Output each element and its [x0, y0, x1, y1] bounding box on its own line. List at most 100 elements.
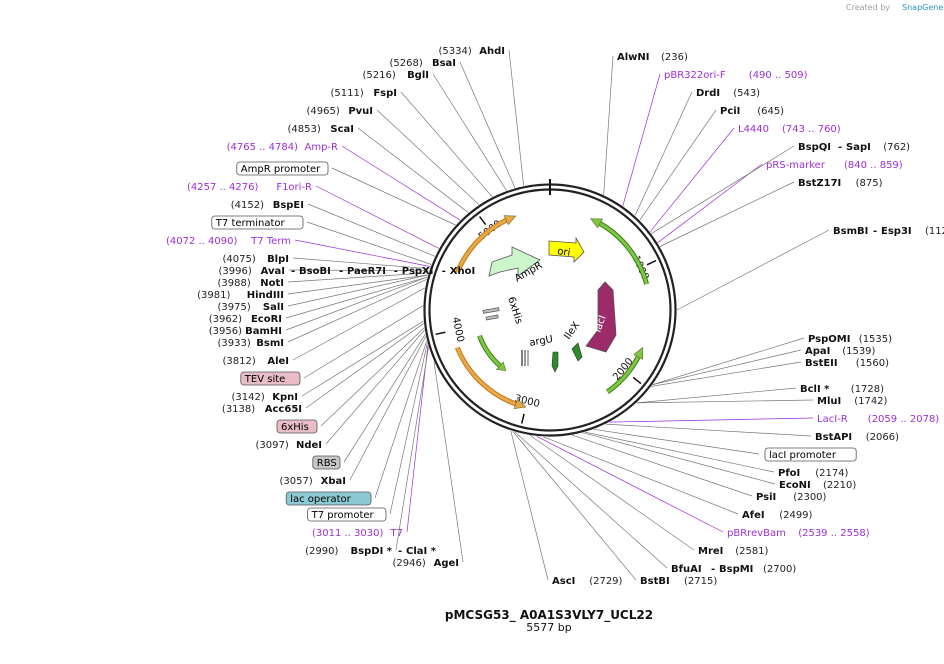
orange-arc-top — [455, 218, 507, 274]
site-label: PvuI(4965) — [307, 106, 373, 117]
laci-arrow — [585, 281, 617, 353]
site-name: FspI — [373, 88, 397, 99]
leader-line — [307, 203, 436, 257]
site-name: PfoI — [778, 468, 800, 479]
tick-label-4000: 4000 — [450, 316, 466, 343]
leader-line — [508, 49, 524, 186]
site-name: pBR322ori-F — [664, 70, 726, 81]
site-name: T7 Term — [250, 236, 291, 247]
feature-box — [240, 371, 301, 386]
site-label: BstEII(1560) — [805, 358, 889, 369]
feature-box — [764, 447, 857, 462]
feature-box — [307, 507, 387, 522]
site-label: BsaI(5268) — [390, 58, 456, 69]
leader-line — [459, 61, 516, 189]
leader-line — [343, 334, 426, 463]
tick-mark — [632, 376, 642, 385]
site-position: (743 .. 760) — [782, 124, 841, 135]
site-name: BspDI * — [351, 546, 393, 557]
site-label: pBR322ori-F(490 .. 509) — [664, 70, 808, 81]
feature-box — [211, 215, 304, 230]
leader-line — [649, 127, 735, 233]
site-label: Amp-R(4765 .. 4784) — [227, 142, 338, 153]
site-label: T7(3011 .. 3030) — [312, 528, 403, 539]
site-position: (2066) — [866, 432, 899, 443]
site-label: BspQI-SapI(762) — [798, 142, 910, 153]
site-label: KpnI(3142) — [232, 392, 298, 403]
site-label: EcoNI(2210) — [779, 480, 856, 491]
feature-box — [285, 491, 372, 506]
site-label: BstAPI(2066) — [815, 432, 899, 443]
orange-arc-top-head — [503, 215, 517, 226]
site-name: MreI — [698, 546, 723, 557]
leader-line — [306, 221, 432, 265]
site-position: (2059 .. 2078) — [868, 414, 940, 425]
feature-box-text: T7 terminator — [215, 218, 286, 229]
site-name: BlpI — [267, 254, 289, 265]
tick-mark — [478, 216, 487, 225]
ilex-arrow — [571, 342, 583, 362]
site-name: XbaI — [321, 476, 346, 487]
site-name: BsmI — [256, 338, 284, 349]
site-position: (1728) — [851, 384, 884, 395]
leader-line — [303, 305, 424, 379]
leader-line — [288, 269, 430, 272]
site-position: (3975) — [218, 302, 251, 313]
site-label: XbaI (3057) — [280, 476, 346, 487]
plasmid-name: pMCSG53_ A0A1S3VLY7_UCL22 — [445, 608, 653, 623]
site-position: (1535) — [859, 334, 892, 345]
site-position: (2729) — [589, 576, 622, 587]
site-position: (3057) — [280, 476, 313, 487]
site-label: PspOMI(1535) — [808, 334, 892, 345]
leader-line — [609, 417, 814, 423]
site-name-alt: XhoI — [450, 266, 475, 277]
site-name-alt: ClaI * — [406, 546, 437, 557]
site-label: T7 Term(4072 .. 4090) — [166, 236, 291, 247]
green-arc-lower-left-head — [495, 361, 507, 372]
leader-line — [287, 278, 427, 343]
his-mark-1 — [482, 307, 500, 314]
green-arc-lower-right-head — [633, 346, 644, 360]
site-name: Amp-R — [305, 142, 339, 153]
leader-line — [651, 145, 795, 234]
leader-line — [305, 323, 424, 409]
site-label: AhdI(5334) — [439, 46, 505, 57]
site-name-alt: PaeR7I — [347, 266, 386, 277]
site-name: L4440 — [738, 124, 769, 135]
site-position: (1127) — [925, 226, 944, 237]
site-name: BstBI — [640, 576, 670, 587]
site-name: BspEI — [273, 200, 304, 211]
argu-label: argU — [529, 334, 554, 349]
site-label: HindIII(3981) — [197, 290, 284, 301]
site-separator: - — [873, 226, 877, 237]
leader-line — [357, 127, 469, 213]
site-name: SalI — [263, 302, 284, 313]
leader-line — [287, 272, 429, 283]
site-label: BspDI *-ClaI *(2990) — [305, 546, 437, 557]
site-name: ApaI — [805, 346, 830, 357]
inner-strand — [428, 188, 672, 432]
leader-line — [636, 387, 797, 404]
feature-box-text: T7 promoter — [311, 510, 375, 521]
site-name-alt: SapI — [846, 142, 871, 153]
site-position: (1560) — [856, 358, 889, 369]
site-position: (3996) — [219, 266, 252, 277]
orange-arc-bottom — [455, 346, 517, 406]
site-name: NotI — [260, 278, 284, 289]
feature-box — [236, 161, 329, 176]
site-label: SalI (3975) — [218, 302, 284, 313]
site-position: (2499) — [779, 510, 812, 521]
site-position: (3933) — [218, 338, 251, 349]
site-name: AlwNI — [617, 52, 650, 63]
site-name: LacI-R — [817, 414, 848, 425]
leader-line — [651, 361, 802, 387]
site-label: PfoI(2174) — [778, 468, 849, 479]
site-name: pRS-marker — [766, 160, 826, 171]
site-label: AlwNI(236) — [617, 52, 688, 63]
site-name-alt: BsoBI — [299, 266, 331, 277]
site-label: LacI-R (2059 .. 2078) — [817, 414, 939, 425]
leader-line — [636, 399, 814, 404]
site-label: AscI(2729) — [552, 576, 623, 587]
site-name: BglI — [407, 70, 429, 81]
site-position: (840 .. 859) — [844, 160, 903, 171]
